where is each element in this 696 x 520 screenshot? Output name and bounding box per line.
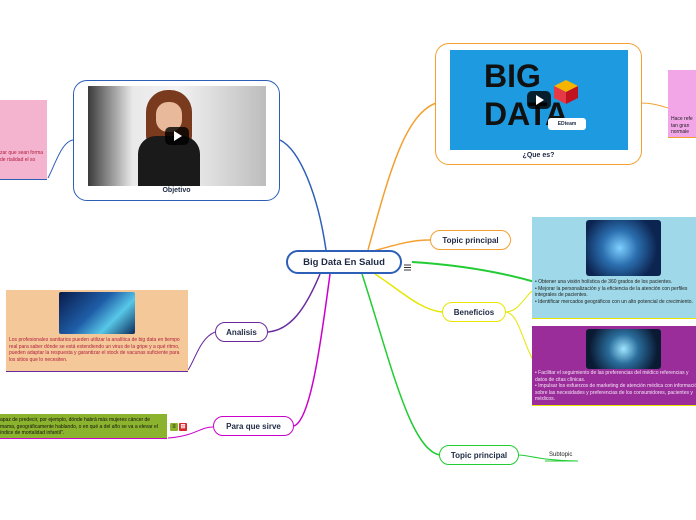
beneficios-image-1 bbox=[586, 220, 661, 276]
topic-principal-1-label: Topic principal bbox=[442, 235, 499, 245]
topic-principal-1[interactable]: Topic principal bbox=[430, 230, 511, 250]
central-topic-label: Big Data En Salud bbox=[303, 256, 385, 268]
link-para-que bbox=[293, 273, 331, 427]
que-es-label: ¿Que es? bbox=[522, 152, 555, 159]
que-es-note: Hace refe tan gran normale bbox=[668, 70, 696, 138]
link-topic-principal-2 bbox=[361, 273, 441, 456]
link-beneficios-note2 bbox=[504, 311, 534, 361]
objetivo-label: Objetivo bbox=[162, 187, 191, 194]
edteam-label: EDteam bbox=[557, 121, 577, 127]
para-que-note: apaz de predecir, por ejemplo, dónde hab… bbox=[0, 414, 167, 439]
analisis-note: Los profesionales sanitarios pueden util… bbox=[6, 290, 188, 372]
link-objetivo-note bbox=[47, 139, 75, 179]
data-cube-icon bbox=[552, 76, 580, 106]
beneficios-note-2-text: • Facilitar el seguimiento de las prefer… bbox=[535, 370, 696, 402]
edteam-badge: EDteam bbox=[548, 118, 586, 130]
notes-icon[interactable] bbox=[404, 258, 411, 271]
topic-objetivo[interactable]: Objetivo bbox=[73, 80, 280, 201]
link-analisis bbox=[267, 273, 321, 333]
subtopic[interactable]: Subtopic bbox=[549, 452, 572, 458]
beneficios-note-1-text: • Obtener una visión holística de 360 gr… bbox=[535, 279, 693, 305]
beneficios-label: Beneficios bbox=[453, 307, 495, 317]
analisis-image bbox=[59, 292, 135, 334]
topic-que-es[interactable]: BIG DATA EDteam ¿Que es? bbox=[435, 43, 642, 165]
que-es-video[interactable]: BIG DATA EDteam bbox=[450, 50, 628, 150]
objetivo-note: zar que sean forma de rtalidad el so bbox=[0, 100, 47, 180]
para-que-sirve-label: Para que sirve bbox=[226, 421, 281, 431]
topic-beneficios[interactable]: Beneficios bbox=[442, 302, 506, 322]
topic-para-que-sirve[interactable]: Para que sirve bbox=[213, 416, 294, 436]
link-beneficios-note1 bbox=[504, 289, 534, 313]
topic-analisis[interactable]: Analisis bbox=[215, 322, 268, 342]
link-que-es-note bbox=[639, 102, 669, 109]
link-beneficios bbox=[374, 273, 443, 313]
topic-principal-2[interactable]: Topic principal bbox=[439, 445, 519, 465]
link-para-que-note bbox=[167, 426, 214, 439]
central-topic[interactable]: Big Data En Salud bbox=[286, 250, 402, 274]
notes-icon[interactable]: ≡ bbox=[170, 423, 178, 431]
beneficios-note-1: • Obtener una visión holística de 360 gr… bbox=[532, 217, 696, 319]
para-que-note-text: apaz de predecir, por ejemplo, dónde hab… bbox=[0, 417, 158, 436]
play-icon[interactable] bbox=[165, 127, 189, 145]
beneficios-image-2 bbox=[586, 329, 661, 369]
play-icon[interactable] bbox=[527, 91, 551, 109]
objetivo-video[interactable] bbox=[88, 86, 266, 186]
link-objetivo bbox=[279, 139, 327, 251]
big-data-line1: BIG bbox=[484, 58, 541, 94]
link-central-right bbox=[411, 261, 536, 283]
attachment-icon[interactable]: ⊞ bbox=[179, 423, 187, 431]
topic-principal-2-label: Topic principal bbox=[450, 450, 508, 460]
objetivo-note-text: zar que sean forma de rtalidad el so bbox=[0, 150, 44, 163]
link-que-es bbox=[367, 102, 437, 251]
beneficios-note-2: • Facilitar el seguimiento de las prefer… bbox=[532, 326, 696, 406]
analisis-note-text: Los profesionales sanitarios pueden util… bbox=[9, 337, 180, 363]
que-es-note-text: Hace refe tan gran normale bbox=[671, 116, 693, 135]
link-analisis-note bbox=[187, 331, 216, 371]
analisis-label: Analisis bbox=[226, 327, 257, 337]
subtopic-label: Subtopic bbox=[549, 452, 573, 458]
